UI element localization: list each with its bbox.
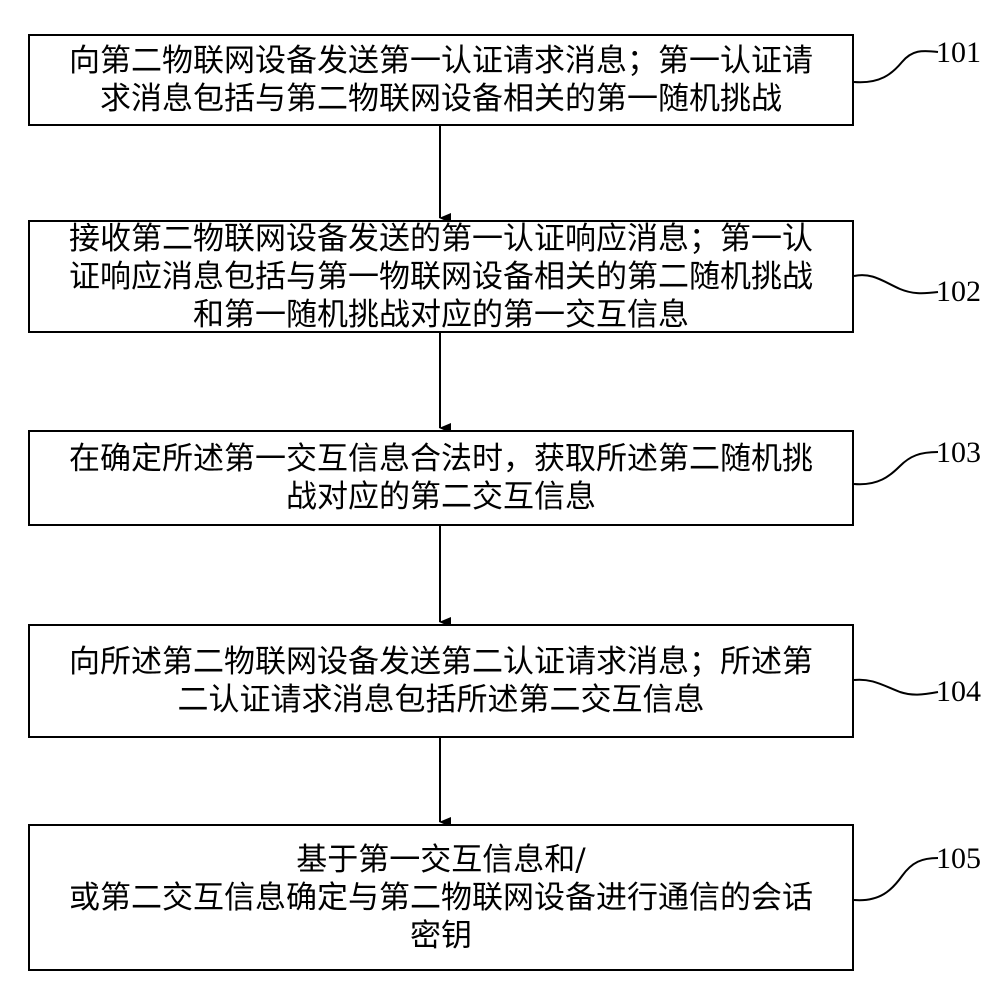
step-text: 二认证请求消息包括所述第二交互信息 [177,682,705,718]
step-text: 在确定所述第一交互信息合法时，获取所述第二随机挑 [69,441,813,477]
step-text: 证响应消息包括与第一物联网设备相关的第二随机挑战 [69,258,813,295]
leader-101 [853,50,939,84]
step-text: 求消息包括与第二物联网设备相关的第一随机挑战 [100,81,782,117]
step-text: 或第二交互信息确定与第二物联网设备进行通信的会话 [69,879,813,916]
step-label-101: 101 [936,36,981,69]
step-label-105: 105 [936,842,981,875]
leader-103 [853,451,939,486]
step-text: 战对应的第二交互信息 [286,479,596,515]
step-text: 接收第二物联网设备发送的第一认证响应消息；第一认 [69,220,813,257]
step-box-101: 向第二物联网设备发送第一认证请求消息；第一认证请 求消息包括与第二物联网设备相关… [28,34,854,126]
step-box-105: 基于第一交互信息和/ 或第二交互信息确定与第二物联网设备进行通信的会话 密钥 [28,824,854,971]
step-label-103: 103 [936,436,981,469]
step-box-103: 在确定所述第一交互信息合法时，获取所述第二随机挑 战对应的第二交互信息 [28,430,854,526]
step-box-104: 向所述第二物联网设备发送第二认证请求消息；所述第 二认证请求消息包括所述第二交互… [28,624,854,738]
step-text: 密钥 [410,917,472,954]
leader-102 [853,274,939,295]
step-text: 向所述第二物联网设备发送第二认证请求消息；所述第 [69,644,813,680]
step-box-102: 接收第二物联网设备发送的第一认证响应消息；第一认 证响应消息包括与第一物联网设备… [28,220,854,333]
leader-104 [853,678,939,696]
step-text: 基于第一交互信息和/ [296,841,586,878]
step-text: 向第二物联网设备发送第一认证请求消息；第一认证请 [69,43,813,79]
leader-105 [853,857,939,902]
step-label-102: 102 [936,275,981,308]
step-text: 和第一随机挑战对应的第一交互信息 [193,296,689,333]
step-label-104: 104 [936,675,981,708]
